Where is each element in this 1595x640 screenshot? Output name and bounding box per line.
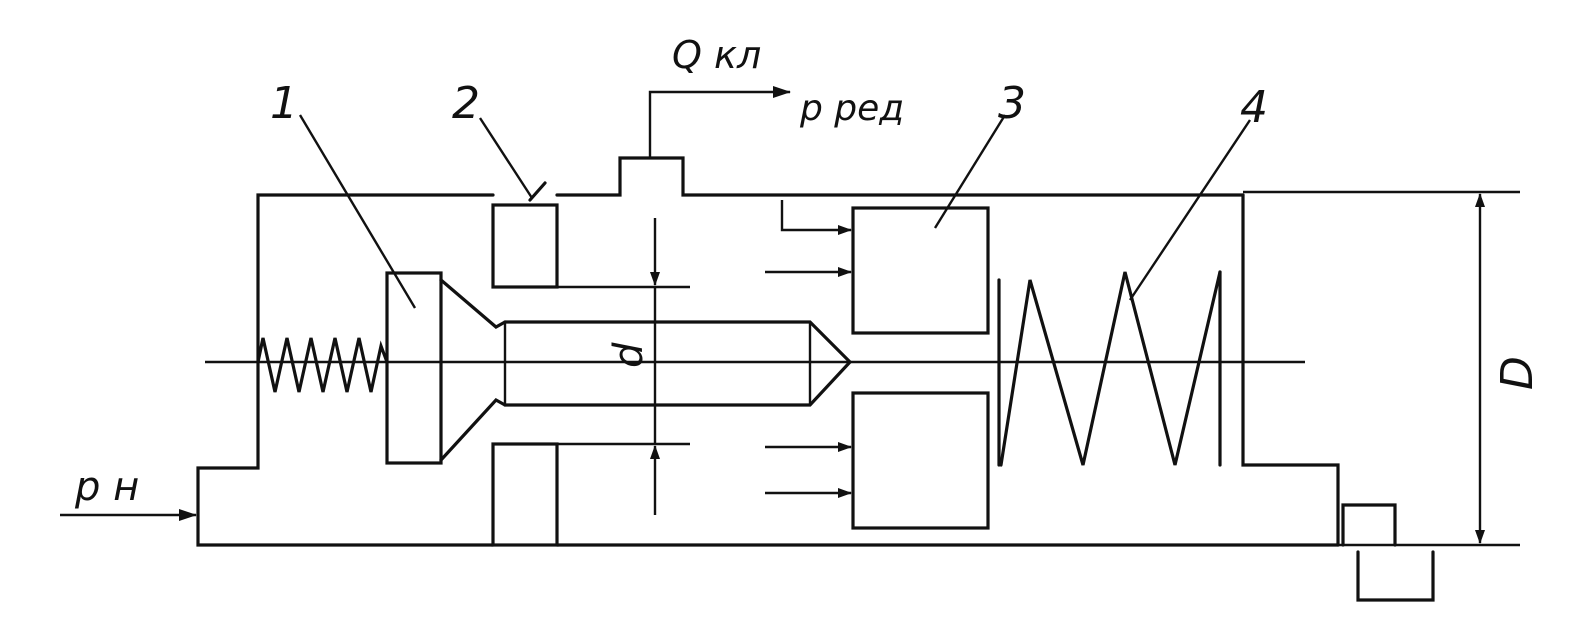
pressure-arrows [765,200,852,498]
main-spring [997,270,1222,467]
p-reduced-label: p ред [799,88,904,129]
valve-spring [256,337,389,393]
leader-lines [298,114,1251,309]
outlet-arrow [648,86,791,158]
part-1-label: 1 [270,78,298,129]
p-supply-label: p н [74,464,139,510]
flow-out-label: Q кл [672,33,761,77]
piston [851,206,990,530]
part-2-label: 2 [452,78,480,129]
valve-seat [491,181,559,547]
part-4-label: 4 [1240,82,1268,133]
poppet-valve [385,271,853,465]
body-diameter-label: D [1492,356,1543,390]
housing [196,156,1520,602]
bore-diameter-label: d [606,342,652,368]
part-3-label: 3 [998,78,1026,129]
